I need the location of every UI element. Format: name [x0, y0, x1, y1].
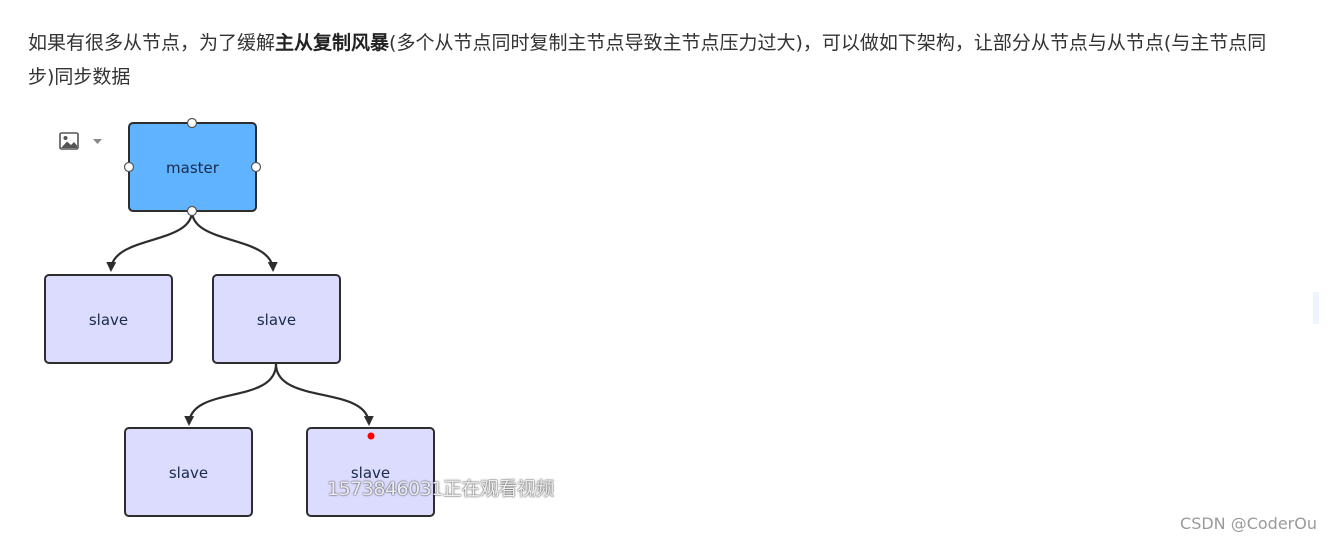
selection-handle-top[interactable] [186, 117, 198, 129]
edge-slave-2-to-slave-4 [274, 363, 374, 426]
slave-node-label: slave [351, 464, 390, 482]
paragraph-bold-term: 主从复制风暴 [275, 32, 390, 54]
edge-slave-2-to-slave-3 [184, 363, 278, 426]
selection-handle-right[interactable] [250, 161, 262, 173]
picture-icon[interactable] [59, 132, 79, 150]
edge-master-to-slave-2 [190, 210, 278, 272]
csdn-credit: CSDN @CoderOu [1180, 514, 1317, 533]
cursor-dot [367, 432, 375, 440]
selection-handle-bottom[interactable] [186, 205, 198, 217]
slave-node-label: slave [169, 464, 208, 482]
side-edge-marker [1313, 292, 1319, 324]
slave-node-1[interactable]: slave [44, 274, 173, 364]
slave-node-4[interactable]: slave [306, 427, 435, 517]
slave-node-label: slave [89, 311, 128, 329]
edge-master-to-slave-1 [106, 210, 194, 272]
master-node-label: master [166, 159, 220, 177]
selection-handle-left[interactable] [123, 161, 135, 173]
slave-node-2[interactable]: slave [212, 274, 341, 364]
slave-node-label: slave [257, 311, 296, 329]
paragraph-text-after: (多个从节点同时复制主节点导致主节点压力过大)，可以做如下架构，让部分从节点与从… [28, 32, 1267, 88]
article-paragraph: 如果有很多从节点，为了缓解主从复制风暴(多个从节点同时复制主节点导致主节点压力过… [28, 26, 1268, 94]
paragraph-text-before: 如果有很多从节点，为了缓解 [28, 32, 276, 54]
image-toolbar[interactable] [59, 132, 103, 152]
master-node[interactable]: master [128, 122, 257, 212]
caret-down-icon[interactable] [93, 139, 102, 145]
viewer-watermark: 1573846031正在观看视频 [327, 478, 554, 500]
slave-node-3[interactable]: slave [124, 427, 253, 517]
